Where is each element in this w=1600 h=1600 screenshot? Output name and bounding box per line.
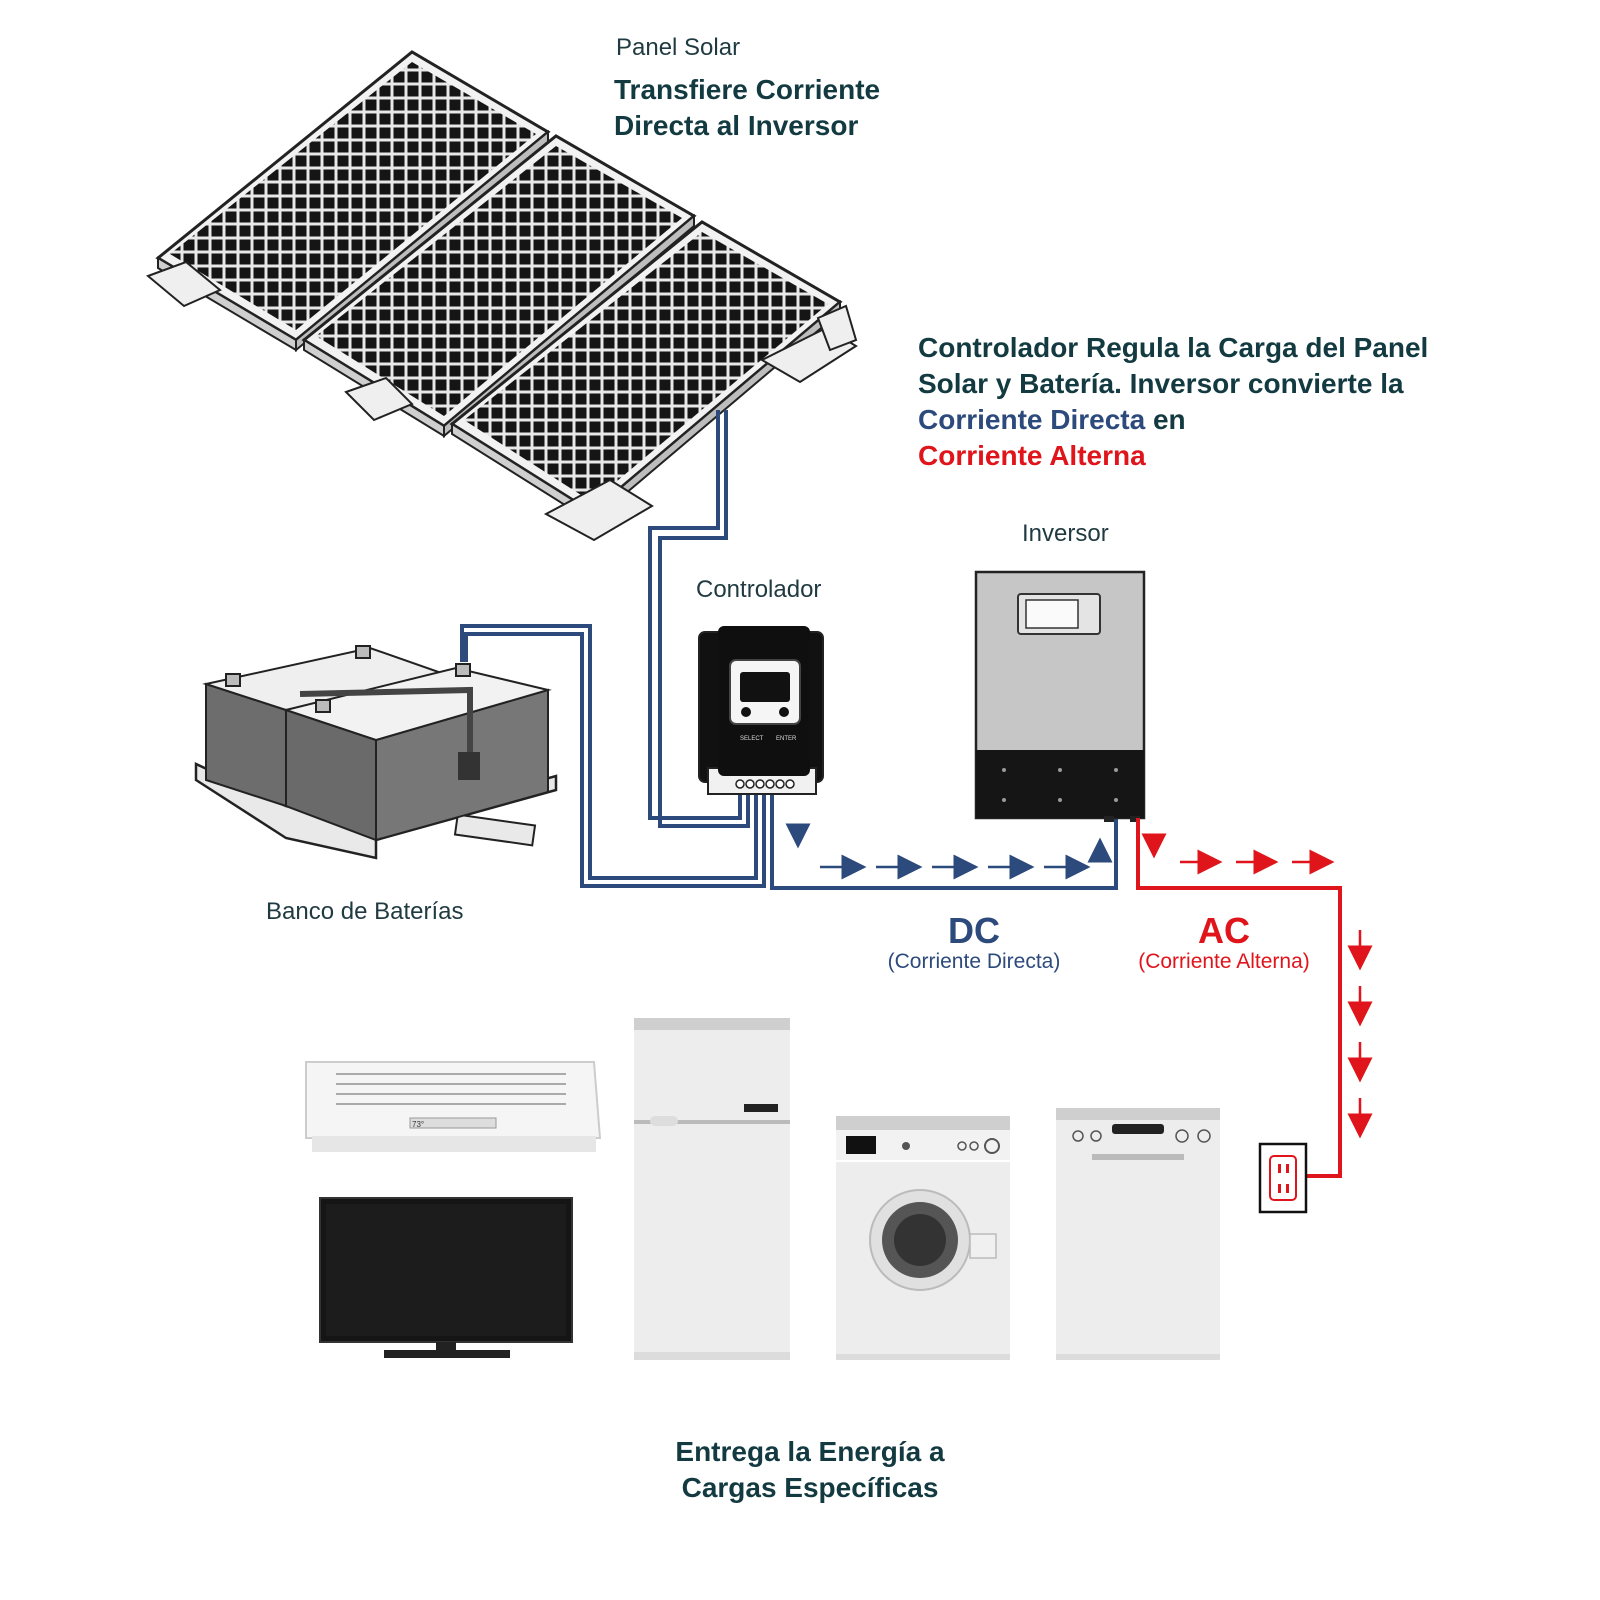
battery-bank-label: Banco de Baterías xyxy=(266,898,464,925)
television xyxy=(319,1197,573,1358)
dc-title: DC xyxy=(948,910,1000,951)
controller-label: Controlador xyxy=(696,576,822,603)
panel-heading-line-2: Directa al Inversor xyxy=(614,110,859,141)
ac-temperature: 73° xyxy=(412,1120,424,1129)
regulator-en: en xyxy=(1145,404,1186,435)
refrigerator xyxy=(634,1018,790,1360)
ac-title: AC xyxy=(1198,910,1250,951)
controller-enter-label: ENTER xyxy=(776,736,797,742)
controller-select-label: SELECT xyxy=(740,736,764,742)
wall-outlet xyxy=(1258,1142,1308,1214)
air-conditioner: 73° xyxy=(305,1061,602,1152)
solar-panels xyxy=(146,50,858,542)
dc-wires xyxy=(460,410,1118,890)
controller-enter-button xyxy=(779,707,789,717)
panel-mounts xyxy=(146,260,858,542)
ac-flow-arrows xyxy=(1141,833,1373,1139)
inverter-screen xyxy=(1025,599,1079,629)
regulator-heading-line-3: Corriente Directa en xyxy=(918,402,1428,438)
strap-buckle xyxy=(458,752,480,780)
regulator-dc-term: Corriente Directa xyxy=(918,404,1146,435)
freezer-handle xyxy=(744,1104,778,1112)
washing-machine xyxy=(836,1116,1010,1360)
regulator-heading: Controlador Regula la Carga del Panel So… xyxy=(918,330,1428,474)
loads-heading-line-2: Cargas Específicas xyxy=(681,1472,939,1503)
controller-select-button xyxy=(741,707,751,717)
ac-subtitle: (Corriente Alterna) xyxy=(1138,950,1310,973)
loads-heading-line-1: Entrega la Energía a xyxy=(675,1436,945,1467)
regulator-heading-line-1: Controlador Regula la Carga del Panel xyxy=(918,332,1429,363)
regulator-heading-line-2: Solar y Batería. Inversor convierte la xyxy=(918,368,1404,399)
loads-heading: Entrega la Energía a Cargas Específicas xyxy=(560,1434,1060,1506)
battery-bank xyxy=(194,645,558,860)
dishwasher xyxy=(1056,1108,1220,1360)
battery-left xyxy=(202,646,454,808)
panel-heading-line-1: Transfiere Corriente xyxy=(614,74,881,105)
solar-panel-label: Panel Solar xyxy=(616,34,741,61)
charge-controller: SELECT ENTER xyxy=(698,626,824,795)
ac-wire xyxy=(1136,818,1342,1178)
dc-subtitle: (Corriente Directa) xyxy=(887,950,1061,973)
inverter xyxy=(974,570,1146,822)
battery-terminals xyxy=(225,645,471,713)
controller-terminals xyxy=(735,779,795,789)
inverter-label: Inversor xyxy=(1022,520,1109,547)
regulator-heading-line-4: Corriente Alterna xyxy=(918,440,1146,471)
battery-strap xyxy=(299,686,473,760)
dc-flow-arrows xyxy=(785,823,1113,880)
panel-heading: Transfiere Corriente Directa al Inversor xyxy=(614,72,880,144)
